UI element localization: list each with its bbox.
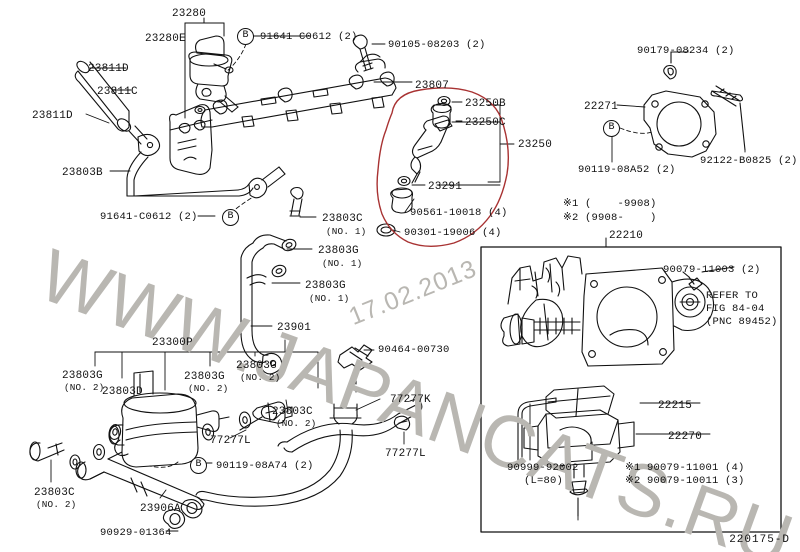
part-23807-fuel-rail [169, 34, 397, 175]
callout-c28: (NO. 1) [326, 226, 367, 237]
callout-c24: 22270 [668, 431, 703, 443]
callout-c04: 90105-08203 (2) [388, 39, 486, 51]
callout-c31: 23803G [305, 280, 346, 292]
callout-c11: 23250B [465, 98, 506, 110]
b-reference-marker: B [603, 120, 620, 137]
refer-to-note: REFER TO FIG 84-04 (PNC 89452) [706, 290, 778, 328]
part-23300P-fuel-filter [29, 370, 293, 530]
callout-c09: 23803B [62, 167, 103, 179]
callout-c38: 23803G [184, 371, 225, 383]
note-1: ※1 ( -9908) [563, 198, 657, 210]
callout-c13: 23250 [518, 139, 553, 151]
callout-c51: 23906A [140, 503, 181, 515]
box-note-1: ※1 90079-11001 (4) [625, 462, 745, 474]
callout-c37: 23803D [102, 386, 143, 398]
callout-c03: 91641-C0612 (2) [260, 31, 358, 43]
callout-c41: (NO. 2) [240, 372, 281, 383]
callout-c20: 92122-B0825 (2) [700, 155, 798, 167]
callout-c44: 90464-00730 [378, 344, 450, 356]
part-23250-injector [376, 95, 453, 237]
callout-c46: 77277L [210, 435, 251, 447]
callout-c30: (NO. 1) [322, 258, 363, 269]
part-77277-hoses [195, 344, 423, 507]
part-23280-regulator [184, 17, 239, 119]
callout-c06: 23811D [88, 63, 129, 75]
callout-c25: 90999-92002 [507, 462, 579, 474]
callout-c48: 90119-08A74 (2) [216, 460, 314, 472]
part-23901-hose [240, 186, 304, 375]
callout-c21: 22210 [609, 230, 644, 242]
b-reference-marker: B [190, 457, 207, 474]
callout-c50: (NO. 2) [36, 499, 77, 510]
highlight-circle [376, 87, 510, 247]
callout-c01: 23280 [172, 8, 207, 20]
note-2: ※2 (9908- ) [563, 212, 657, 224]
callout-c33: 23901 [277, 322, 312, 334]
callout-c32: (NO. 1) [309, 293, 350, 304]
callout-c12: 23250C [465, 117, 506, 129]
callout-c40: 23803G [236, 360, 277, 372]
callout-c42: 23803C [272, 406, 313, 418]
part-22210-box [480, 237, 782, 533]
callout-c35: 23803G [62, 370, 103, 382]
callout-c05: 23807 [415, 80, 450, 92]
b-reference-marker: B [222, 209, 239, 226]
callout-c16: 90301-19006 (4) [404, 227, 502, 239]
callout-c47: 77277L [385, 448, 426, 460]
callout-c22: 90079-11003 (2) [663, 264, 761, 276]
callout-c36: (NO. 2) [64, 382, 105, 393]
callout-c43: (NO. 2) [276, 418, 317, 429]
callout-c49: 23803C [34, 487, 75, 499]
callout-c27: 23803C [322, 213, 363, 225]
callout-c29: 23803G [318, 245, 359, 257]
b-reference-marker: B [237, 28, 254, 45]
part-23811-damper [74, 60, 286, 199]
callout-c17: 90179-08234 (2) [637, 45, 735, 57]
callout-c19: 90119-08A52 (2) [578, 164, 676, 176]
leader-lines [50, 35, 746, 532]
callout-c18: 22271 [584, 101, 619, 113]
callout-c08: 23811D [32, 110, 73, 122]
callout-c52: 90929-01364 [100, 527, 172, 539]
callout-c39: (NO. 2) [188, 383, 229, 394]
callout-c34: 23300P [152, 337, 193, 349]
callout-c23: 22215 [658, 400, 693, 412]
callout-c15: 90561-10018 (4) [410, 207, 508, 219]
part-22271-gasket [643, 51, 746, 158]
figure-number: 220175-D [729, 534, 790, 546]
callout-c26: (L=80) [524, 475, 564, 487]
callout-c14: 23291 [428, 181, 463, 193]
callout-c10: 91641-C0612 (2) [100, 211, 198, 223]
callout-c02: 23280E [145, 33, 186, 45]
box-note-2: ※2 90079-10011 (3) [625, 475, 745, 487]
callout-c07: 23811C [97, 86, 138, 98]
callout-c45: 77277K [390, 394, 431, 406]
